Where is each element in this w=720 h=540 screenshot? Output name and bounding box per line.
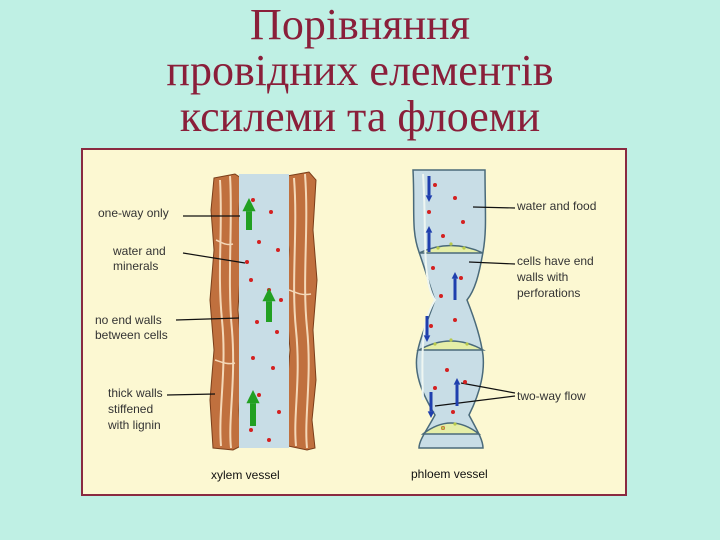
label-between-cells: between cells: [95, 328, 168, 342]
blue-up-arrow-icon: [451, 272, 459, 300]
solute-dot: [429, 324, 433, 328]
solute-dot: [257, 240, 261, 244]
slide-title: Порівняння провідних елементів ксилеми т…: [0, 2, 720, 140]
sieve-pore-dot: [465, 342, 469, 346]
solute-dot: [279, 298, 283, 302]
label-minerals: minerals: [113, 259, 159, 273]
solute-dot: [451, 410, 455, 414]
title-line-3: ксилеми та флоеми: [179, 92, 541, 141]
solute-dot: [251, 198, 255, 202]
solute-dot: [251, 356, 255, 360]
solute-dot: [276, 248, 280, 252]
blue-down-arrow-icon: [423, 316, 431, 342]
solute-dot: [271, 366, 275, 370]
solute-dot: [267, 438, 271, 442]
label-water-and-food: water and food: [517, 199, 597, 213]
title-line-1: Порівняння: [250, 0, 470, 49]
solute-dot: [277, 410, 281, 414]
solute-dot: [453, 318, 457, 322]
xylem-left-wall: [209, 173, 243, 451]
leader-lines: [166, 206, 516, 407]
solute-dot: [255, 320, 259, 324]
label-cells-have-end: cells have end: [517, 254, 594, 268]
diagram-panel: one-way only water and minerals no end w…: [81, 148, 627, 496]
blue-down-arrow-icon: [427, 392, 435, 418]
blue-down-arrow-icon: [425, 176, 433, 202]
title-line-2: провідних елементів: [166, 46, 554, 95]
sieve-pore-dot: [449, 242, 453, 246]
blue-up-arrow-icon: [453, 378, 461, 406]
solute-dot: [427, 210, 431, 214]
solute-dot: [257, 393, 261, 397]
phloem-tube: [412, 169, 487, 449]
solute-dot: [433, 386, 437, 390]
flow-arrows: [242, 176, 461, 426]
solute-dot: [433, 183, 437, 187]
sieve-pore-dot: [433, 342, 437, 346]
caption-xylem-vessel: xylem vessel: [211, 468, 280, 482]
label-water-and: water and: [113, 244, 166, 258]
label-two-way-flow: two-way flow: [517, 389, 586, 403]
solute-dot: [445, 368, 449, 372]
solute-dot: [249, 278, 253, 282]
sieve-pore-dot: [462, 246, 466, 250]
sieve-pore-dot: [449, 338, 453, 342]
label-thick-walls: thick walls: [108, 386, 163, 400]
xylem-right-wall: [284, 171, 318, 451]
solute-dot: [439, 294, 443, 298]
green-up-arrow-icon: [246, 390, 260, 426]
solute-dot: [461, 220, 465, 224]
label-walls-with: walls with: [517, 270, 569, 284]
solute-dot: [463, 380, 467, 384]
label-no-end-walls: no end walls: [95, 313, 162, 327]
label-with-lignin: with lignin: [108, 418, 161, 432]
label-perforations: perforations: [517, 286, 581, 300]
vessel-diagram: [166, 169, 516, 451]
solute-dot: [453, 196, 457, 200]
solute-dot: [275, 330, 279, 334]
caption-phloem-vessel: phloem vessel: [411, 467, 488, 481]
solute-dot: [441, 234, 445, 238]
sieve-pore-dot: [453, 422, 457, 426]
label-one-way-only: one-way only: [98, 206, 169, 220]
solute-dot: [245, 260, 249, 264]
sieve-pore-dot: [436, 246, 440, 250]
solute-dot: [269, 210, 273, 214]
sieve-pore-dot: [441, 426, 445, 430]
solute-dot: [249, 428, 253, 432]
green-up-arrow-icon: [242, 198, 256, 230]
solute-dot: [459, 276, 463, 280]
label-stiffened: stiffened: [108, 402, 154, 416]
blue-up-arrow-icon: [425, 226, 433, 252]
green-up-arrow-icon: [262, 288, 276, 322]
solute-dot: [431, 266, 435, 270]
